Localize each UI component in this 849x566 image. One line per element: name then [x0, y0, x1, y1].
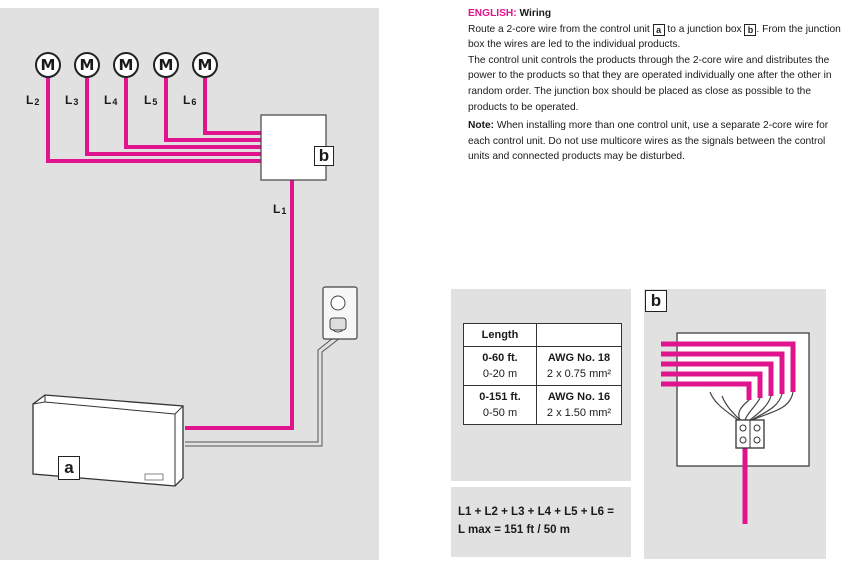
motor-wires — [46, 78, 294, 430]
formula-line-1: L1 + L2 + L3 + L4 + L5 + L6 = — [458, 506, 614, 518]
mains-cable — [185, 333, 341, 447]
wall-outlet — [322, 286, 358, 340]
length-formula-panel — [451, 487, 631, 557]
label-l1: L1 — [273, 202, 287, 216]
wiring-instructions: ENGLISH: Wiring Route a 2-core wire from… — [468, 6, 842, 165]
instructions-heading: ENGLISH: Wiring — [468, 6, 842, 22]
motor-3: M — [113, 52, 139, 78]
max-length-formula: L1 + L2 + L3 + L4 + L5 + L6 = L max = 15… — [458, 503, 614, 539]
label-l2: L2 — [26, 93, 40, 107]
label-l6: L6 — [183, 93, 197, 107]
label-l3: L3 — [65, 93, 79, 107]
paragraph-note: Note: When installing more than one cont… — [468, 120, 829, 163]
motor-2: M — [74, 52, 100, 78]
section-title: Wiring — [519, 8, 552, 19]
control-unit-label: a — [58, 456, 80, 480]
label-l5: L5 — [144, 93, 158, 107]
motor-4: M — [153, 52, 179, 78]
wire-l5 — [164, 78, 262, 142]
junction-box-label: b — [314, 146, 334, 166]
wire-l1 — [185, 180, 294, 430]
inline-label-b: b — [744, 23, 757, 36]
paragraph-route: Route a 2-core wire from the control uni… — [468, 23, 841, 51]
inline-label-a: a — [652, 23, 665, 36]
wire-l4 — [124, 78, 262, 149]
paragraph-control: The control unit controls the products t… — [468, 54, 832, 113]
table-header-row: Length — [463, 323, 622, 347]
control-unit — [32, 394, 184, 487]
length-header: Length — [463, 323, 537, 347]
language-label: ENGLISH: — [468, 8, 517, 19]
wire-l6 — [203, 78, 262, 135]
label-l4: L4 — [104, 93, 118, 107]
junction-detail-drawing — [661, 332, 810, 524]
note-label: Note: — [468, 120, 495, 132]
cable-header — [536, 323, 622, 347]
wire-l3 — [85, 78, 262, 156]
wire-l2 — [46, 78, 262, 163]
motor-1: M — [35, 52, 61, 78]
formula-line-2: L max = 151 ft / 50 m — [458, 524, 570, 536]
motor-5: M — [192, 52, 218, 78]
detail-label: b — [645, 290, 667, 312]
